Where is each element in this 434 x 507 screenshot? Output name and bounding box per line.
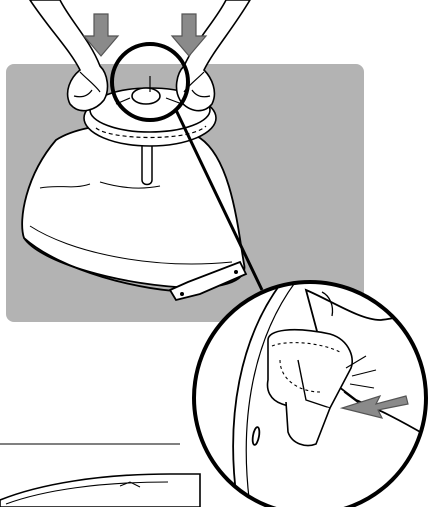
next-step-preview [0,474,200,507]
